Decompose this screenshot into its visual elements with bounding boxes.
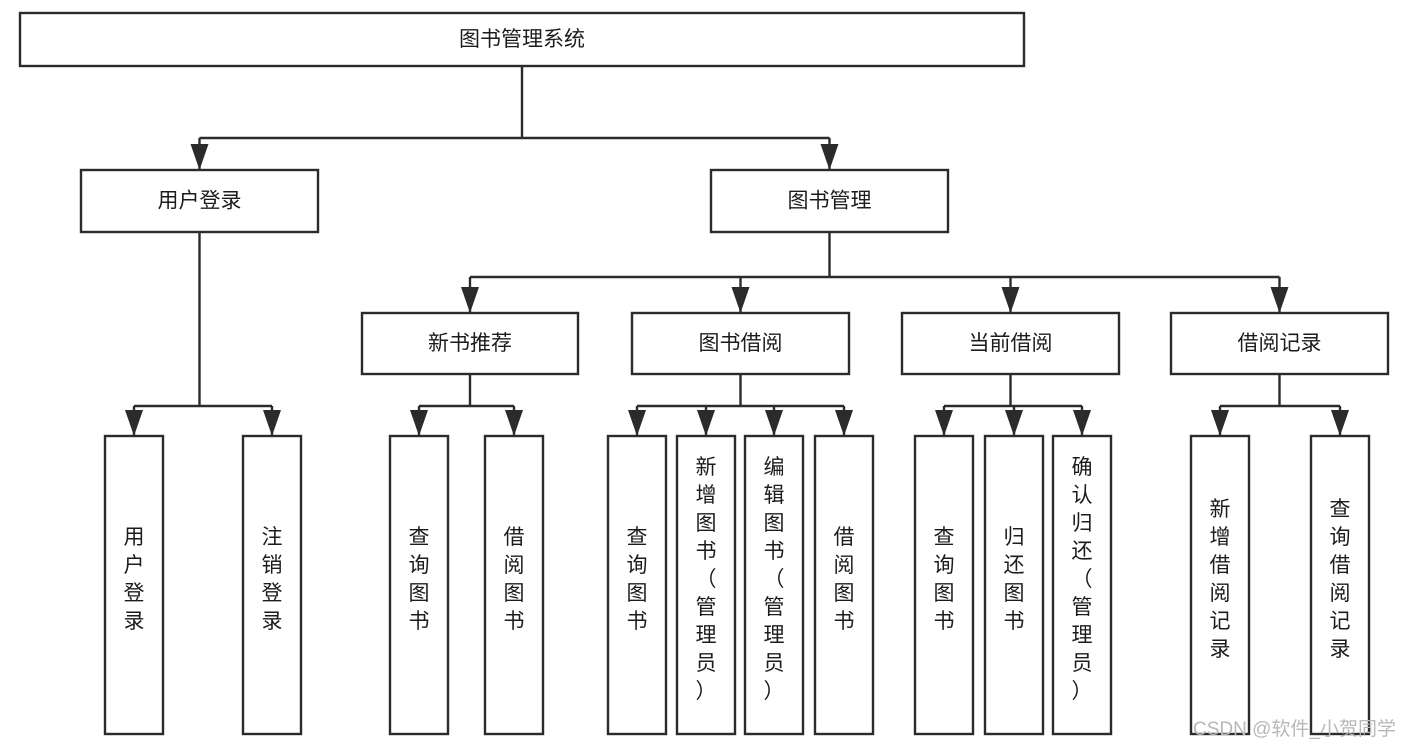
node-leaf-borrow-book-2-box[interactable] [813,434,875,736]
edge-current-borrow-arrow-0 [935,410,953,436]
node-leaf-confirm-return-label: 确认归还（管理员） [1072,456,1093,703]
node-leaf-query-record-box[interactable] [1309,434,1371,736]
node-leaf-add-record[interactable]: 新增借阅记录 [1189,434,1251,736]
edge-user-login-arrow-1 [263,410,281,436]
node-leaf-user-login-box[interactable] [103,434,165,736]
node-leaf-query-book-3-label: 查询图书 [934,526,955,633]
node-borrow-record-label: 借阅记录 [1238,332,1322,355]
node-user-login-box[interactable] [79,168,320,234]
connectors-layer [125,66,1349,436]
edge-book-manage-arrow-3 [1270,287,1289,313]
node-leaf-user-login[interactable]: 用户登录 [103,434,165,736]
node-leaf-query-book-2[interactable]: 查询图书 [606,434,668,736]
node-leaf-query-book-1-box[interactable] [388,434,450,736]
node-leaf-query-book-3-box[interactable] [913,434,975,736]
node-leaf-borrow-book-1[interactable]: 借阅图书 [483,434,545,736]
node-leaf-return-book-label: 归还图书 [1004,526,1025,633]
edge-new-book-recommend-arrow-1 [505,410,523,436]
node-leaf-logout-login-label: 注销登录 [262,526,283,633]
node-book-manage[interactable]: 图书管理 [709,168,950,234]
node-leaf-add-record-box[interactable] [1189,434,1251,736]
node-user-login-label: 用户登录 [158,190,242,213]
node-book-borrow[interactable]: 图书借阅 [630,311,851,376]
node-root-book-management-system-label: 图书管理系统 [459,28,585,51]
edge-book-borrow-arrow-3 [835,410,853,436]
node-book-manage-box[interactable] [709,168,950,234]
node-leaf-edit-book-label: 编辑图书（管理员） [764,456,785,703]
node-book-manage-label: 图书管理 [788,190,872,213]
node-borrow-record[interactable]: 借阅记录 [1169,311,1390,376]
edge-root-arrow-1 [820,144,839,170]
edge-book-manage-arrow-0 [461,287,479,313]
node-leaf-borrow-book-1-box[interactable] [483,434,545,736]
node-current-borrow-label: 当前借阅 [969,332,1053,355]
edge-current-borrow-arrow-1 [1005,410,1023,436]
nodes-layer: 图书管理系统用户登录图书管理新书推荐图书借阅当前借阅借阅记录用户登录注销登录查询… [18,11,1390,736]
edge-borrow-record-arrow-1 [1331,410,1349,436]
node-leaf-logout-login-box[interactable] [241,434,303,736]
node-borrow-record-box[interactable] [1169,311,1390,376]
node-leaf-query-book-1-label: 查询图书 [409,526,430,633]
edge-root-arrow-0 [190,144,209,170]
node-leaf-add-book-label: 新增图书（管理员） [696,456,717,703]
edge-user-login-arrow-0 [125,410,143,436]
csdn-watermark: CSDN @软件_小贺同学 [1193,718,1396,740]
node-leaf-return-book-box[interactable] [983,434,1045,736]
node-leaf-confirm-return[interactable]: 确认归还（管理员） [1051,434,1113,736]
node-leaf-borrow-book-1-label: 借阅图书 [504,526,525,633]
node-leaf-edit-book-box[interactable] [743,434,805,736]
edge-book-manage-arrow-1 [731,287,750,313]
node-leaf-query-book-1[interactable]: 查询图书 [388,434,450,736]
edge-book-borrow-arrow-0 [628,410,646,436]
edge-new-book-recommend-arrow-0 [410,410,428,436]
node-leaf-add-record-label: 新增借阅记录 [1210,498,1231,661]
node-leaf-borrow-book-2-label: 借阅图书 [834,526,855,633]
node-leaf-add-book-box[interactable] [675,434,737,736]
node-new-book-recommend-label: 新书推荐 [428,332,512,355]
node-root-book-management-system[interactable]: 图书管理系统 [18,11,1026,68]
node-book-borrow-label: 图书借阅 [699,332,783,355]
edge-current-borrow-arrow-2 [1073,410,1091,436]
node-leaf-add-book[interactable]: 新增图书（管理员） [675,434,737,736]
node-user-login[interactable]: 用户登录 [79,168,320,234]
node-new-book-recommend[interactable]: 新书推荐 [360,311,580,376]
node-leaf-user-login-label: 用户登录 [124,526,145,633]
node-leaf-borrow-book-2[interactable]: 借阅图书 [813,434,875,736]
node-leaf-return-book[interactable]: 归还图书 [983,434,1045,736]
edge-book-borrow-arrow-1 [697,410,715,436]
edge-book-manage-arrow-2 [1001,287,1020,313]
edge-book-borrow-arrow-2 [765,410,783,436]
node-current-borrow-box[interactable] [900,311,1121,376]
edge-borrow-record-arrow-0 [1211,410,1229,436]
node-new-book-recommend-box[interactable] [360,311,580,376]
node-leaf-query-book-2-box[interactable] [606,434,668,736]
node-leaf-confirm-return-box[interactable] [1051,434,1113,736]
node-leaf-edit-book[interactable]: 编辑图书（管理员） [743,434,805,736]
node-current-borrow[interactable]: 当前借阅 [900,311,1121,376]
node-leaf-logout-login[interactable]: 注销登录 [241,434,303,736]
node-leaf-query-book-3[interactable]: 查询图书 [913,434,975,736]
node-leaf-query-book-2-label: 查询图书 [627,526,648,633]
node-leaf-query-record-label: 查询借阅记录 [1330,498,1351,661]
node-leaf-query-record[interactable]: 查询借阅记录 [1309,434,1371,736]
node-book-borrow-box[interactable] [630,311,851,376]
node-root-book-management-system-box[interactable] [18,11,1026,68]
